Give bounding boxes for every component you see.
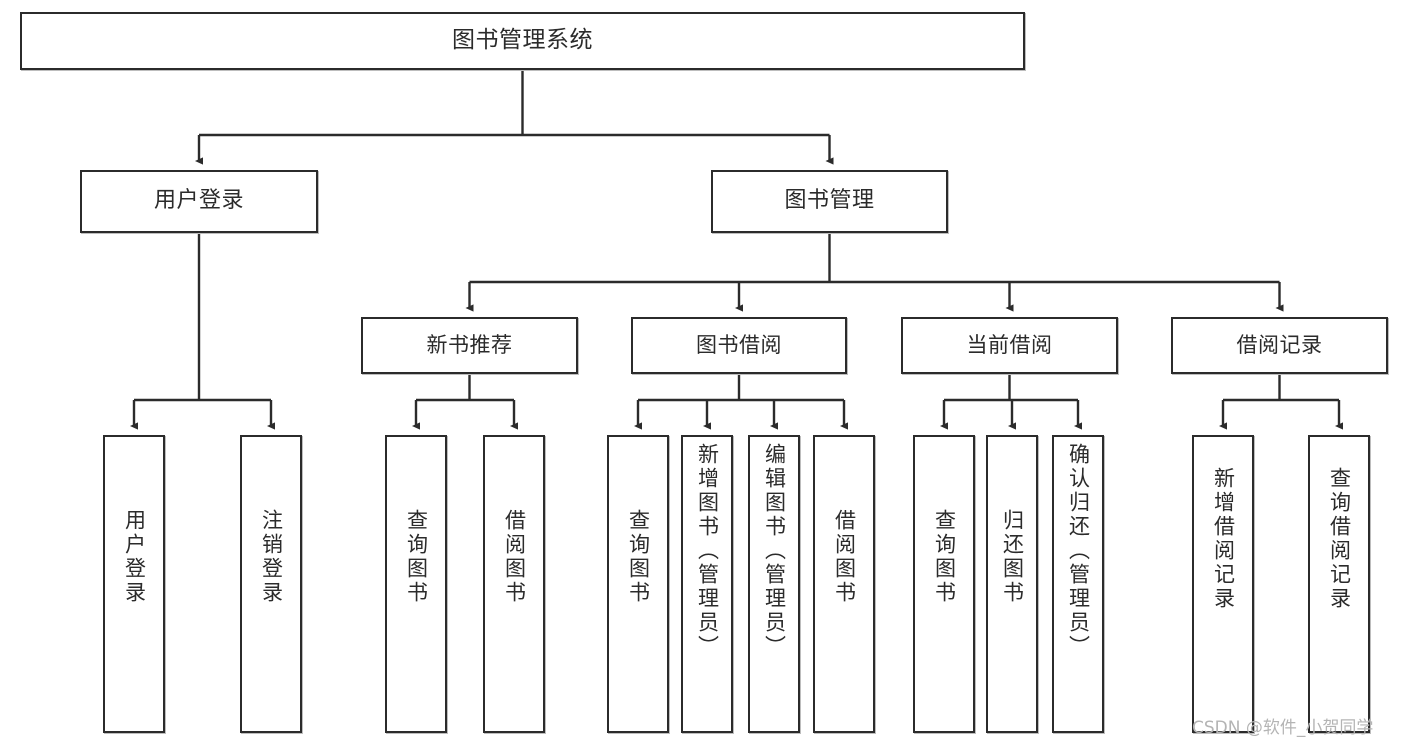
node-label: 确认归还（管理员） (1066, 443, 1091, 659)
node-label: 当前借阅 (966, 332, 1053, 357)
node-label: 图书管理 (784, 188, 875, 214)
node-book-manage[interactable]: 图书管理 (711, 170, 948, 233)
node-leaf-borrow-lend[interactable]: 借阅图书 (813, 435, 875, 733)
node-label: 借阅图书 (502, 509, 527, 605)
node-label: 用户登录 (153, 188, 244, 214)
node-label: 借阅记录 (1236, 332, 1323, 357)
node-label: 编辑图书（管理员） (762, 443, 787, 659)
node-leaf-borrow-add[interactable]: 新增图书（管理员） (681, 435, 733, 733)
node-borrow-record[interactable]: 借阅记录 (1171, 317, 1388, 374)
node-label: 查询图书 (626, 509, 651, 605)
node-leaf-cur-query[interactable]: 查询图书 (913, 435, 975, 733)
node-label: 新增图书（管理员） (695, 443, 720, 659)
node-label: 用户登录 (122, 509, 147, 605)
node-leaf-borrow-query[interactable]: 查询图书 (607, 435, 669, 733)
node-book-borrow[interactable]: 图书借阅 (631, 317, 847, 374)
node-leaf-cur-return[interactable]: 归还图书 (986, 435, 1038, 733)
node-user-login[interactable]: 用户登录 (80, 170, 318, 233)
node-label: 查询图书 (932, 509, 957, 605)
node-leaf-rec-query[interactable]: 查询图书 (385, 435, 447, 733)
node-label: 新书推荐 (426, 332, 513, 357)
node-current-borrow[interactable]: 当前借阅 (901, 317, 1118, 374)
csdn-watermark: CSDN @软件_小贺同学 (1192, 718, 1374, 738)
node-leaf-rec-borrow[interactable]: 借阅图书 (483, 435, 545, 733)
node-new-book-rec[interactable]: 新书推荐 (361, 317, 578, 374)
node-label: 借阅图书 (832, 509, 857, 605)
node-leaf-user-login[interactable]: 用户登录 (103, 435, 165, 733)
node-leaf-rec-search[interactable]: 查询借阅记录 (1308, 435, 1370, 733)
node-label: 新增借阅记录 (1211, 467, 1236, 611)
node-leaf-cur-confirm[interactable]: 确认归还（管理员） (1052, 435, 1104, 733)
node-label: 归还图书 (1000, 509, 1025, 605)
node-label: 查询图书 (404, 509, 429, 605)
node-label: 图书借阅 (696, 332, 782, 357)
node-leaf-user-logout[interactable]: 注销登录 (240, 435, 302, 733)
node-leaf-borrow-edit[interactable]: 编辑图书（管理员） (748, 435, 800, 733)
node-label: 图书管理系统 (452, 27, 593, 54)
node-label: 注销登录 (259, 509, 284, 605)
node-root[interactable]: 图书管理系统 (20, 12, 1025, 70)
node-label: 查询借阅记录 (1327, 467, 1352, 611)
node-leaf-rec-add[interactable]: 新增借阅记录 (1192, 435, 1254, 733)
